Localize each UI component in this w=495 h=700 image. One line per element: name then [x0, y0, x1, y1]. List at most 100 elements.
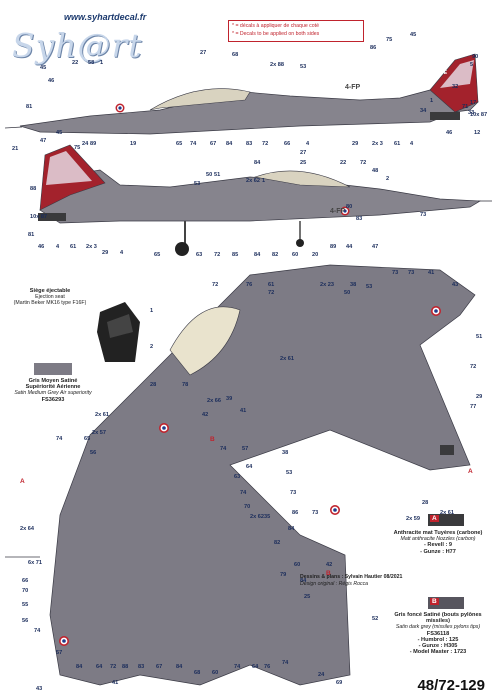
top-view-callout: 73 — [408, 270, 415, 276]
engine-nozzle — [430, 112, 460, 120]
credit-line-1: Dessins & plans : Sylvain Hautier 08/202… — [300, 574, 403, 580]
legend-line-en: * = Decals to be applied on both sides — [232, 31, 320, 37]
top-view-callout: 84 — [76, 664, 83, 670]
top-view-callout: 78 — [182, 382, 189, 388]
top-view-callout: 72 — [110, 664, 117, 670]
side-top-callout: 53 — [300, 64, 307, 70]
side-top-callout: 45 — [40, 65, 47, 71]
side-bottom-callout: 45 — [56, 130, 63, 136]
top-view-callout: 53 — [286, 470, 293, 476]
side-top-callout: 17 — [470, 100, 477, 106]
top-view-callout: 57 — [56, 650, 63, 656]
side-bottom-callout: 81 — [28, 232, 35, 238]
top-view-callout: 38 — [350, 282, 357, 288]
top-view-nozzle — [440, 445, 454, 455]
side-top-callout: 72 — [262, 141, 269, 147]
side-bottom-callout: 84 — [254, 252, 261, 258]
top-view-callout: 1 — [150, 308, 154, 314]
side-bottom-callout: 2x 62 — [246, 178, 260, 184]
top-view-callout: 64 — [246, 464, 253, 470]
top-view-canopy — [169, 306, 241, 376]
side-bottom-callout: 20 — [312, 252, 319, 258]
top-view-callout: 2x 61 — [440, 510, 454, 516]
top-view-callout: 74 — [282, 660, 289, 666]
side-top-callout: 66 — [284, 141, 291, 147]
side-bottom-callout: 83 — [356, 216, 363, 222]
top-view-callout: 56 — [90, 450, 97, 456]
seat-callout: 2 — [150, 344, 154, 350]
side-top-callout: 58 — [88, 60, 95, 66]
top-view-callout: 65 — [84, 436, 91, 442]
top-view-callout: 84 — [300, 578, 307, 584]
top-view-callout: 2x 57 — [92, 430, 106, 436]
top-view-callout: 6x 71 — [28, 560, 42, 566]
anthracite-caption: Anthracite mat Tuyères (carbone) Matt an… — [392, 530, 484, 555]
side-top-callout: 5 — [470, 62, 474, 68]
top-view-callout: 72 — [212, 282, 219, 288]
side-bottom-callout: 10x 87 — [30, 214, 48, 220]
side-top-callout: 2x 3 — [372, 141, 383, 147]
top-view-callout: 82 — [274, 540, 281, 546]
top-view-callout: 51 — [476, 334, 483, 340]
top-view-callout: 70 — [244, 504, 251, 510]
top-view-callout: 29 — [476, 394, 483, 400]
side-top-callout: 71 — [462, 104, 469, 110]
side-bottom-callout: 72 — [214, 252, 221, 258]
darkgrey-caption: Gris foncé Satiné (bouts pylônes missile… — [392, 612, 484, 655]
top-view-callout: 74 — [234, 664, 241, 670]
top-view-callout: 84 — [288, 526, 295, 532]
top-view-callout: 25 — [304, 594, 311, 600]
seat-label-fr: Siège éjectable — [29, 288, 71, 294]
top-view-callout: 53 — [366, 284, 373, 290]
top-view-callout: 2x 61 — [95, 412, 109, 418]
side-bottom-callout: 88 — [30, 186, 37, 192]
side-bottom-callout: 73 — [420, 212, 427, 218]
side-top-callout: 4 — [410, 141, 414, 147]
top-view-callout: 70 — [22, 588, 29, 594]
top-view-callout: 39 — [226, 396, 233, 402]
side-bottom-callout: 63 — [196, 252, 203, 258]
darkgrey-code: FS36118 — [426, 630, 450, 637]
top-view-callout: 74 — [240, 490, 247, 496]
grey-code: FS36293 — [41, 396, 65, 403]
side-bottom-callout: 65 — [154, 252, 161, 258]
roundel-inner — [162, 426, 166, 430]
side-top-callout: 68 — [232, 52, 239, 58]
top-view-callout: 43 — [36, 686, 43, 692]
darkgrey-modelmaster: - Model Master : 1723 — [409, 649, 467, 656]
grey-name-fr: Gris Moyen Satiné Supériorité Aérienne — [25, 378, 81, 391]
side-bottom-callout: 50 — [206, 172, 213, 178]
side-bottom-callout: 61 — [70, 244, 77, 250]
top-view-airframe — [49, 264, 476, 686]
top-view-callout: 24 — [318, 672, 325, 678]
landing-gear-wheel — [296, 239, 304, 247]
side-top-callout: 1 — [430, 98, 434, 104]
top-view-callout: 2x 62 — [250, 514, 264, 520]
side-bottom-callout: 29 — [102, 250, 109, 256]
side-top-callout: 90 — [472, 54, 479, 60]
engine-nozzle — [38, 213, 66, 221]
side-bottom-callout: 44 — [346, 244, 353, 250]
top-view-callout: B — [326, 570, 331, 577]
seat-label-en: Ejection seat — [35, 294, 65, 301]
top-view-callout: B — [210, 436, 215, 443]
darkgrey-gunze: - Gunze : H305 — [418, 643, 458, 650]
tail-artwork-highlight — [46, 151, 92, 185]
decal-legend-box: * = décals à appliquer de chaque coté * … — [228, 20, 364, 42]
side-bottom-callout: 84 — [254, 160, 261, 166]
side-top-callout: 75 — [386, 37, 393, 43]
side-top-callout: 12 — [474, 130, 481, 136]
side-top-callout: 22 — [72, 60, 79, 66]
tail-code-bottom: 4-FP — [330, 208, 346, 215]
website-url[interactable]: www.syhartdecal.fr — [64, 12, 147, 22]
side-top-callout: 81 — [26, 104, 33, 110]
side-top-callout: 1 — [100, 60, 104, 66]
darkgrey-swatch: B — [428, 597, 464, 609]
top-view-callout: 2x 23 — [320, 282, 334, 288]
side-bottom-callout: 53 — [194, 181, 201, 187]
ejection-seat-caption: Siège éjectable Ejection seat (Martin Be… — [10, 288, 90, 307]
ejection-seat-drawing — [97, 302, 140, 362]
top-view-callout: 73 — [392, 270, 399, 276]
landing-gear-wheel — [175, 242, 189, 256]
